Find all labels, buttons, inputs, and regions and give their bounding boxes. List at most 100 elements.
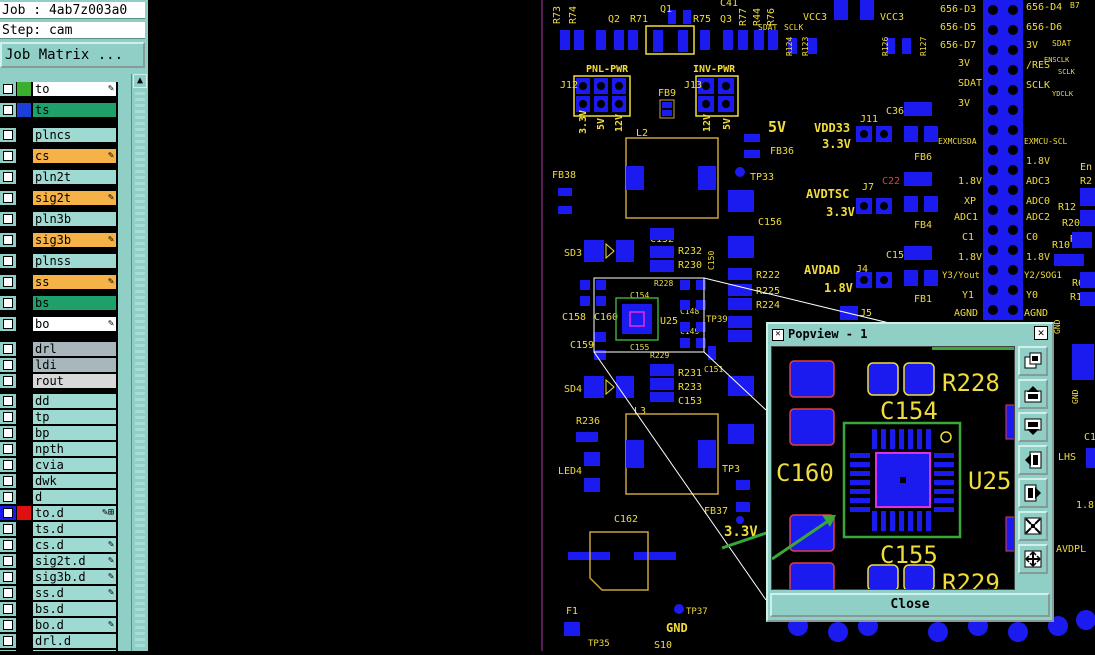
layer-name[interactable]: pln2t (33, 170, 116, 184)
layer-checkbox[interactable] (3, 540, 13, 550)
layer-name[interactable]: sig2t (33, 191, 116, 205)
layer-row[interactable]: rout (0, 374, 118, 388)
layer-name[interactable]: to (33, 82, 116, 96)
layer-name[interactable]: cs.d (33, 538, 116, 552)
layer-checkbox[interactable] (3, 130, 13, 140)
popview-menu-icon[interactable]: ✕ (772, 329, 784, 341)
popview-close-icon[interactable]: ✕ (1034, 326, 1048, 340)
layer-name[interactable]: dwk (33, 474, 116, 488)
layer-color-swatch[interactable] (17, 374, 31, 388)
layer-name[interactable]: bo.d (33, 618, 116, 632)
layer-row[interactable]: plnss (0, 254, 118, 268)
layer-row[interactable]: bs.d (0, 602, 118, 616)
layer-checkbox[interactable] (3, 344, 13, 354)
zoom-in-icon[interactable] (1018, 544, 1048, 574)
layer-checkbox[interactable] (3, 556, 13, 566)
layer-name[interactable]: to.d (33, 506, 116, 520)
layer-name[interactable]: cvia (33, 458, 116, 472)
layer-row[interactable]: drl (0, 342, 118, 356)
layer-color-swatch[interactable] (17, 296, 31, 310)
layer-color-swatch[interactable] (17, 474, 31, 488)
layer-checkbox[interactable] (3, 492, 13, 502)
layer-row[interactable]: cvia (0, 458, 118, 472)
layer-row[interactable]: drl.d (0, 634, 118, 648)
layer-name[interactable]: cs (33, 149, 116, 163)
layer-row[interactable]: bp (0, 426, 118, 440)
layer-row[interactable]: npth (0, 442, 118, 456)
layer-name[interactable]: plnss (33, 254, 116, 268)
layer-checkbox[interactable] (3, 298, 13, 308)
layer-checkbox[interactable] (3, 572, 13, 582)
layer-name[interactable]: npth (33, 442, 116, 456)
layer-name[interactable]: sig2t.d (33, 554, 116, 568)
layer-color-swatch[interactable] (17, 82, 31, 96)
zoom-fit-icon[interactable] (1018, 346, 1048, 376)
layer-name[interactable]: bo (33, 317, 116, 331)
layer-name[interactable]: ldi (33, 358, 116, 372)
layer-row[interactable]: sig3b✎ (0, 233, 118, 247)
layer-list-scrollbar[interactable]: ▲ (131, 74, 148, 651)
layer-checkbox[interactable] (3, 84, 13, 94)
layer-checkbox[interactable] (3, 214, 13, 224)
layer-row[interactable]: cs.d✎ (0, 538, 118, 552)
layer-name[interactable]: sig3b (33, 233, 116, 247)
layer-row[interactable]: sig3b.d✎ (0, 570, 118, 584)
layer-row[interactable]: bo✎ (0, 317, 118, 331)
layer-name[interactable]: tp (33, 410, 116, 424)
layer-color-swatch[interactable] (17, 149, 31, 163)
layer-color-swatch[interactable] (17, 233, 31, 247)
layer-checkbox[interactable] (3, 172, 13, 182)
layer-color-swatch[interactable] (17, 410, 31, 424)
layer-color-swatch[interactable] (17, 342, 31, 356)
layer-name[interactable]: ts (33, 103, 116, 117)
layer-color-swatch[interactable] (17, 212, 31, 226)
layer-color-swatch[interactable] (17, 275, 31, 289)
layer-name[interactable]: d (33, 490, 116, 504)
layer-row[interactable]: ldi (0, 358, 118, 372)
layer-name[interactable]: drl.d (33, 634, 116, 648)
move-right-icon[interactable] (1018, 478, 1048, 508)
layer-row[interactable]: dwk (0, 474, 118, 488)
layer-color-swatch[interactable] (17, 522, 31, 536)
layer-name[interactable]: drl (33, 342, 116, 356)
layer-color-swatch[interactable] (17, 458, 31, 472)
layer-checkbox[interactable] (3, 636, 13, 646)
layer-checkbox[interactable] (3, 620, 13, 630)
layer-color-swatch[interactable] (17, 602, 31, 616)
layer-checkbox[interactable] (3, 604, 13, 614)
layer-checkbox[interactable] (3, 376, 13, 386)
layer-color-swatch[interactable] (17, 191, 31, 205)
layer-color-swatch[interactable] (17, 170, 31, 184)
layer-row[interactable]: sig2t.d✎ (0, 554, 118, 568)
layer-color-swatch[interactable] (17, 634, 31, 648)
layer-row[interactable]: ss✎ (0, 275, 118, 289)
layer-checkbox[interactable] (3, 508, 13, 518)
board-canvas[interactable]: R73 R74 Q2 R71 Q1 R75 Q3 R77 R44 R76 C41… (148, 0, 1095, 651)
move-left-icon[interactable] (1018, 445, 1048, 475)
layer-row[interactable]: ts (0, 103, 118, 117)
layer-row[interactable]: bo.d✎ (0, 618, 118, 632)
scroll-track[interactable] (135, 90, 145, 650)
scroll-up-arrow-icon[interactable]: ▲ (133, 74, 147, 88)
layer-checkbox[interactable] (3, 428, 13, 438)
layer-color-swatch[interactable] (17, 442, 31, 456)
layer-checkbox[interactable] (3, 256, 13, 266)
layer-row[interactable]: dd (0, 394, 118, 408)
layer-color-swatch[interactable] (17, 538, 31, 552)
layer-row[interactable]: to✎ (0, 82, 118, 96)
layer-color-swatch[interactable] (17, 317, 31, 331)
layer-row[interactable]: ss.d✎ (0, 586, 118, 600)
layer-name[interactable]: bs (33, 296, 116, 310)
layer-checkbox[interactable] (3, 524, 13, 534)
layer-name[interactable]: plncs (33, 128, 116, 142)
layer-checkbox[interactable] (3, 319, 13, 329)
layer-checkbox[interactable] (3, 151, 13, 161)
layer-row[interactable]: sig2t✎ (0, 191, 118, 205)
layer-name[interactable]: bp (33, 426, 116, 440)
layer-checkbox[interactable] (3, 588, 13, 598)
layer-checkbox[interactable] (3, 460, 13, 470)
layer-row[interactable]: pln2t (0, 170, 118, 184)
popview-close-button[interactable]: Close (770, 593, 1050, 617)
layer-name[interactable]: pln3b (33, 212, 116, 226)
layer-row[interactable]: cs✎ (0, 149, 118, 163)
